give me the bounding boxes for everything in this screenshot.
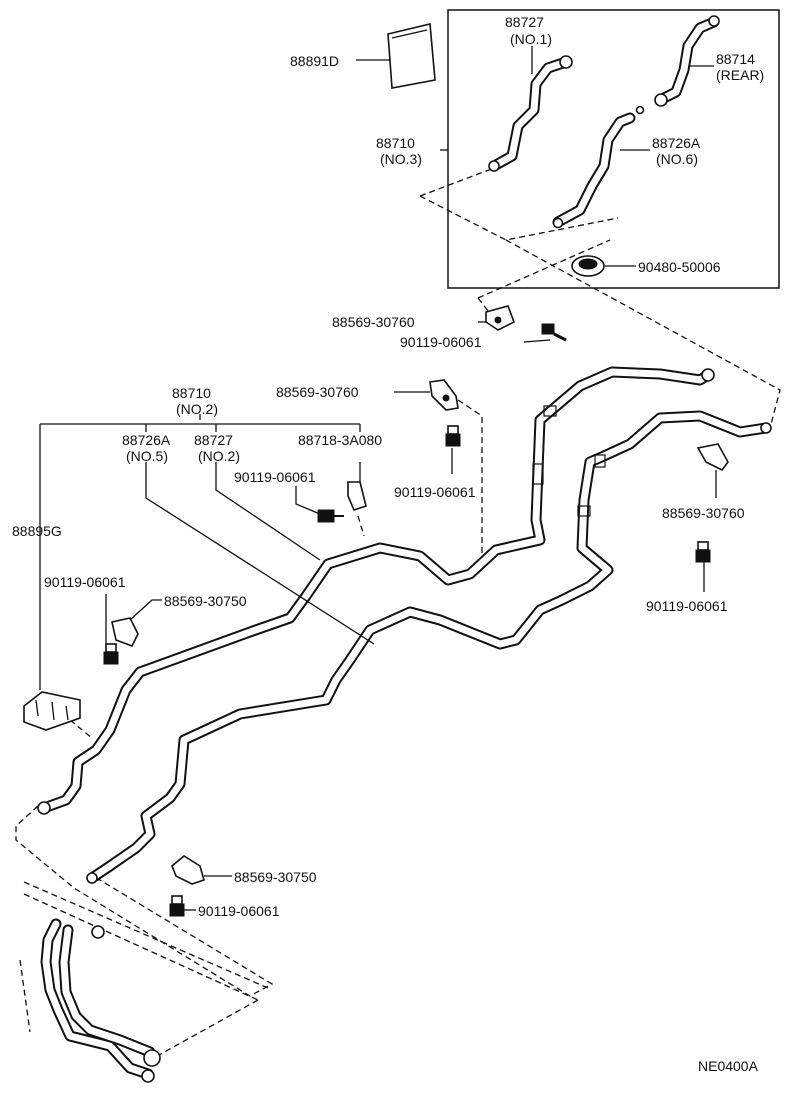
label-88710-no2: (NO.2) [176,401,218,417]
label-88726a-no6: (NO.6) [656,151,698,167]
label-88569-30760-b: 88569-30760 [276,384,359,400]
bolt-90119-06061-a [541,323,567,342]
diagram-code: NE0400A [698,1058,759,1074]
label-90480-50006: 90480-50006 [638,259,721,275]
clamp-88569-30760-c [696,443,729,472]
label-88569-30750-b: 88569-30750 [234,869,317,885]
label-90119-06061-f: 90119-06061 [198,903,280,919]
label-90119-06061-c: 90119-06061 [394,484,476,500]
label-90119-06061-e: 90119-06061 [646,598,728,614]
label-90119-06061-d: 90119-06061 [44,574,126,590]
label-88714: 88714 [716,51,755,67]
label-88714-rear: (REAR) [716,67,764,83]
hose-88726a-no6 [552,112,636,229]
bolt-90119-06061-c [317,509,344,523]
clamp-88569-30750-b [171,855,205,885]
label-88895g: 88895G [12,523,62,539]
label-88569-30760-a: 88569-30760 [332,314,415,330]
pipe-main-b [86,410,772,884]
bolt-90119-06061-d [695,541,711,563]
clamp-88569-30750-a [111,617,139,648]
hose-88714-rear [635,15,720,115]
label-88727-no2: (NO.2) [198,448,240,464]
label-88727: 88727 [505,14,544,30]
bolt-90119-06061-f [169,895,185,917]
pipe-lower-left [40,918,161,1083]
label-88569-30750-a: 88569-30750 [164,593,247,609]
label-88726a-no5: (NO.5) [126,448,168,464]
block-88895g [23,691,81,731]
label-88569-30760-c: 88569-30760 [662,505,745,521]
clamp-88569-30760-b [429,379,459,411]
label-88726a-top: 88726A [652,135,701,151]
pipe-main-a [37,366,715,815]
label-88727-no1: (NO.1) [510,31,552,47]
label-90119-06061-b: 90119-06061 [234,469,316,485]
label-88710-no3: (NO.3) [380,151,422,167]
bolt-90119-06061-e [103,643,119,665]
bolt-90119-06061-b [445,425,461,447]
detail-inset-frame [447,9,780,289]
label-90119-06061-a: 90119-06061 [400,334,482,350]
label-88718-3a080: 88718-3A080 [298,432,382,448]
label-88891d: 88891D [290,53,339,69]
label-88710-mid: 88710 [172,385,211,401]
label-88726a-mid: 88726A [122,432,171,448]
hose-88727-no1 [488,55,573,172]
clamp-88569-30760-a [485,305,516,331]
label-88727-mid: 88727 [194,432,233,448]
clamp-88718-3a080 [347,481,367,511]
label-88710-top: 88710 [376,135,415,151]
grommet-90480-50006 [571,255,605,277]
pad-88891d [387,23,436,89]
